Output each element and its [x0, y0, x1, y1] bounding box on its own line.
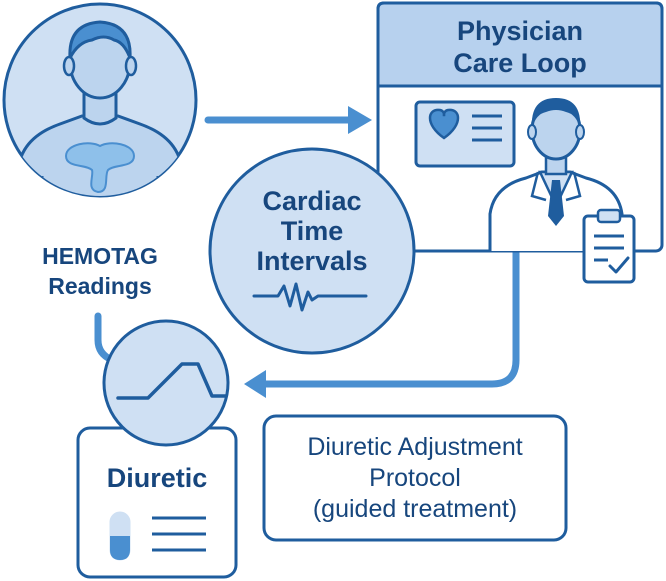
- cardiac-line3: Intervals: [256, 246, 367, 276]
- patient-label: HEMOTAG Readings: [42, 243, 158, 299]
- diuretic-card: Diuretic: [76, 426, 238, 579]
- cardiac-line2: Time: [281, 216, 344, 246]
- patient-circle: [2, 2, 198, 198]
- heart-record-icon: [414, 100, 516, 168]
- arrow-patient-to-physician: [204, 106, 372, 134]
- ecg-waveform-icon: [252, 282, 368, 312]
- protocol-line2: Protocol: [369, 464, 461, 492]
- protocol-line1: Diuretic Adjustment: [307, 433, 522, 461]
- diuretic-label: Diuretic: [107, 463, 208, 493]
- patient-with-sensor-icon: [16, 20, 184, 196]
- physician-title-line2: Care Loop: [453, 48, 587, 78]
- trend-line-icon: [116, 362, 228, 400]
- protocol-line3: (guided treatment): [313, 495, 517, 523]
- clipboard-check-icon: [582, 208, 636, 284]
- patient-label-line1: HEMOTAG: [42, 243, 158, 269]
- patient-label-line2: Readings: [48, 273, 152, 299]
- pill-capsule-icon: [109, 511, 131, 561]
- physician-panel: Physician Care Loop: [376, 1, 664, 253]
- prescription-lines: [152, 516, 206, 552]
- physician-title-line1: Physician: [457, 16, 583, 46]
- cardiac-intervals-circle: Cardiac Time Intervals: [208, 147, 416, 355]
- protocol-box: Diuretic Adjustment Protocol (guided tre…: [262, 414, 568, 542]
- diuretic-trend-circle: [102, 319, 230, 447]
- arrow-physician-to-diuretic: [244, 248, 520, 398]
- cardiac-line1: Cardiac: [262, 186, 361, 216]
